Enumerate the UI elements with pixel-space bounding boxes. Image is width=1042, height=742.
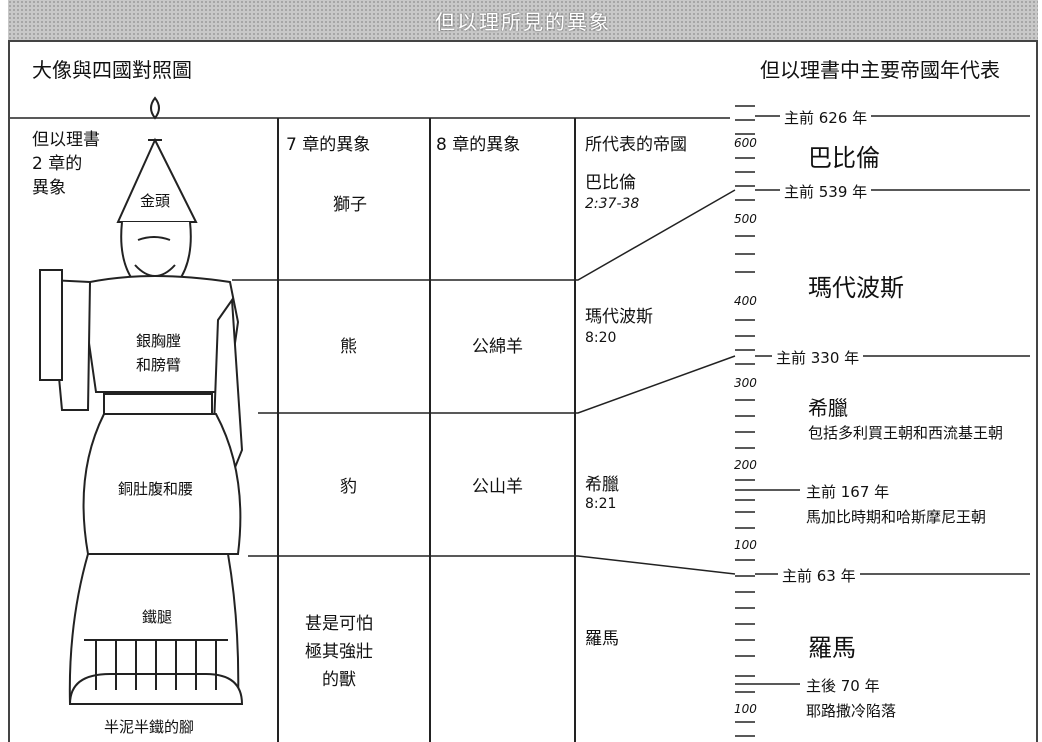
belt-shape bbox=[103, 393, 213, 415]
statue-feet-label: 半泥半鐵的腳 bbox=[104, 718, 195, 736]
banner: 但以理所見的異象 bbox=[8, 0, 1038, 42]
timeline-greece-sub: 包括多利買王朝和西流基王朝 bbox=[808, 424, 1004, 442]
col-header-empire: 所代表的帝國 bbox=[585, 135, 687, 155]
statue-belly-label: 銅肚腹和腰 bbox=[118, 480, 194, 498]
row-3-ch8: 公山羊 bbox=[472, 477, 523, 497]
tick-300: 300 bbox=[734, 376, 757, 390]
row-3-ref: 8:21 bbox=[585, 496, 617, 512]
marker-330: 主前 330 年 bbox=[772, 347, 864, 368]
timeline-babylon: 巴比倫 bbox=[808, 144, 880, 172]
col-header-ch2: 但以理書 2 章的 異象 bbox=[32, 130, 100, 198]
statue-chest-label-2: 和膀臂 bbox=[136, 356, 182, 374]
belly-shape bbox=[82, 413, 242, 555]
row-2-ref: 8:20 bbox=[585, 330, 617, 346]
scroll-shape bbox=[39, 269, 63, 381]
marker-63: 主前 63 年 bbox=[778, 565, 860, 586]
banner-title: 但以理所見的異象 bbox=[435, 9, 611, 34]
row-divider-2 bbox=[258, 355, 736, 414]
left-title: 大像與四國對照圖 bbox=[32, 58, 192, 82]
row-2-ch8: 公綿羊 bbox=[472, 337, 523, 357]
statue-chest-label-1: 銀胸膛 bbox=[136, 332, 182, 350]
timeline-maccabee-note: 馬加比時期和哈斯摩尼王朝 bbox=[806, 508, 987, 526]
marker-626: 主前 626 年 bbox=[780, 107, 872, 128]
row-4-ch7: 甚是可怕 極其強壯 的獸 bbox=[305, 614, 373, 690]
col-header-ch7: 7 章的異象 bbox=[286, 135, 371, 155]
col-header-ch8: 8 章的異象 bbox=[436, 135, 521, 155]
tick-200: 200 bbox=[734, 458, 757, 472]
row-3-ch7: 豹 bbox=[340, 477, 357, 497]
row-2-ch7: 熊 bbox=[340, 337, 357, 357]
statue-legs-label: 鐵腿 bbox=[142, 608, 173, 626]
timeline-rome: 羅馬 bbox=[808, 634, 856, 662]
flame-icon bbox=[150, 96, 160, 120]
row-divider-1 bbox=[232, 189, 736, 281]
tick-400: 400 bbox=[734, 294, 757, 308]
statue-head-label: 金頭 bbox=[140, 192, 171, 210]
timeline-ticks bbox=[735, 105, 755, 737]
marker-70: 主後 70 年 bbox=[806, 677, 880, 695]
marker-167: 主前 167 年 bbox=[806, 483, 890, 501]
timeline-greece: 希臘 bbox=[808, 396, 848, 420]
tick-100: 100 bbox=[734, 538, 757, 552]
row-divider-3 bbox=[248, 555, 736, 575]
row-1-empire: 巴比倫 bbox=[585, 173, 636, 193]
row-2-empire: 瑪代波斯 bbox=[585, 307, 653, 327]
tick-ad-100: 100 bbox=[734, 702, 757, 716]
statue-figure bbox=[39, 96, 244, 705]
tick-600: 600 bbox=[734, 136, 757, 150]
row-3-empire: 希臘 bbox=[585, 475, 619, 495]
timeline-jerusalem-note: 耶路撒冷陷落 bbox=[806, 702, 897, 720]
row-1-ch7: 獅子 bbox=[333, 195, 367, 215]
row-4-empire: 羅馬 bbox=[585, 629, 619, 649]
timeline-medo-persia: 瑪代波斯 bbox=[808, 274, 904, 302]
row-1-ref: 2:37-38 bbox=[585, 196, 640, 212]
marker-539: 主前 539 年 bbox=[780, 181, 872, 202]
frame bbox=[8, 40, 1038, 742]
tick-500: 500 bbox=[734, 212, 757, 226]
right-title: 但以理書中主要帝國年代表 bbox=[760, 58, 1000, 82]
